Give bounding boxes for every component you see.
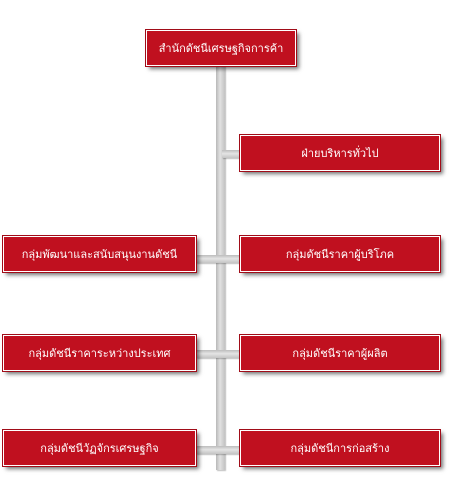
branch-connector-row-1 [196, 255, 242, 263]
index-development-label: กลุ่มพัฒนาและสนับสนุนงานดัชนี [21, 248, 178, 261]
branch-connector-row-2 [196, 350, 242, 358]
international-price-index-label: กลุ่มดัชนีราคาระหว่างประเทศ [28, 347, 171, 360]
admin-division-box: ฝ่ายบริหารทั่วไป [239, 134, 441, 172]
construction-index-label: กลุ่มดัชนีการก่อสร้าง [290, 442, 390, 455]
top-unit-label: สำนักดัชนีเศรษฐกิจการค้า [158, 42, 284, 55]
index-development-box: กลุ่มพัฒนาและสนับสนุนงานดัชนี [2, 235, 197, 273]
business-cycle-index-label: กลุ่มดัชนีวัฏจักรเศรษฐกิจ [40, 442, 159, 455]
producer-price-index-box: กลุ่มดัชนีราคาผู้ผลิต [239, 334, 441, 372]
international-price-index-box: กลุ่มดัชนีราคาระหว่างประเทศ [2, 334, 197, 372]
construction-index-box: กลุ่มดัชนีการก่อสร้าง [239, 429, 441, 467]
business-cycle-index-box: กลุ่มดัชนีวัฏจักรเศรษฐกิจ [2, 429, 197, 467]
top-unit-box: สำนักดัชนีเศรษฐกิจการค้า [145, 29, 297, 67]
admin-division-label: ฝ่ายบริหารทั่วไป [301, 147, 379, 160]
producer-price-index-label: กลุ่มดัชนีราคาผู้ผลิต [292, 347, 388, 360]
trunk-connector [216, 62, 225, 470]
consumer-price-index-box: กลุ่มดัชนีราคาผู้บริโภค [239, 235, 441, 273]
consumer-price-index-label: กลุ่มดัชนีราคาผู้บริโภค [285, 248, 395, 261]
branch-connector-row-3 [196, 446, 242, 454]
branch-connector-admin [222, 150, 242, 158]
